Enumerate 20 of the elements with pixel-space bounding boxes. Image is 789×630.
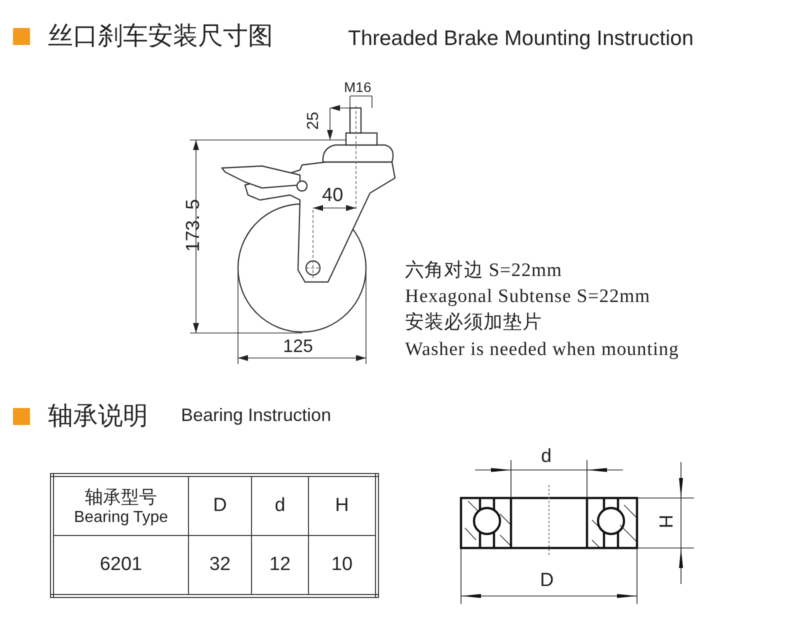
- note-text: Hexagonal Subtense S=22mm: [405, 287, 650, 308]
- section-heading: 丝口刹车安装尺寸图: [48, 23, 273, 50]
- note-text: 安装必须加垫片: [405, 313, 542, 334]
- note-text: Washer is needed when mounting: [405, 340, 679, 361]
- dimension-label: M16: [344, 80, 372, 96]
- dimension-label: D: [540, 571, 554, 592]
- section-heading: Threaded Brake Mounting Instruction: [348, 27, 694, 50]
- header-cell: d: [252, 475, 308, 536]
- dimension-label: 125: [283, 337, 314, 357]
- header-text: 轴承型号: [84, 486, 158, 509]
- section-heading: 轴承说明: [48, 403, 148, 430]
- dimension-label: 25: [305, 112, 323, 130]
- header-cell: D: [188, 475, 252, 536]
- dimension-label: 173. 5: [184, 199, 205, 252]
- dimension-label: d: [541, 447, 552, 468]
- section-heading: Bearing Instruction: [181, 406, 332, 426]
- dimension-label: H: [653, 514, 674, 528]
- header-text: Bearing Type: [73, 509, 169, 527]
- dimension-label: 40: [322, 186, 344, 207]
- note-text: 六角对边 S=22mm: [405, 261, 562, 282]
